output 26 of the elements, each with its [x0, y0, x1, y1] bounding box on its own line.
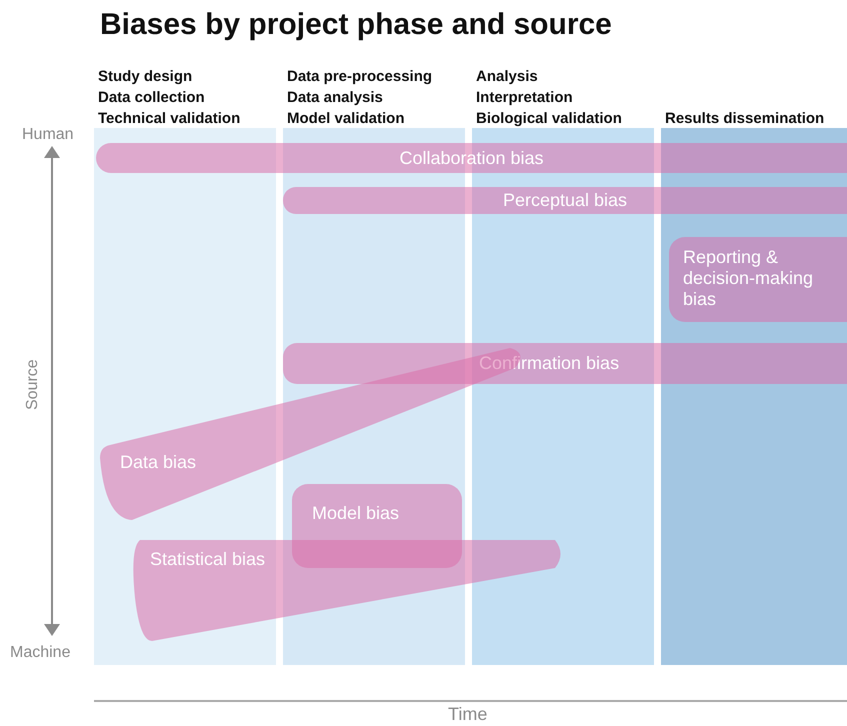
- phase-heading: Biological validation: [476, 109, 623, 129]
- phase-heading: Results dissemination: [665, 109, 826, 129]
- bias-label: Perceptual bias: [502, 190, 628, 211]
- axis-label: Machine: [10, 644, 70, 662]
- bias-bar: [96, 143, 847, 173]
- bias-label: Confirmation bias: [479, 353, 620, 374]
- axis-label: Human: [22, 126, 74, 144]
- phase-heading: Data pre-processing: [287, 67, 434, 87]
- phase-heading: Interpretation: [476, 88, 574, 108]
- phase-heading: Data collection: [98, 88, 206, 108]
- phase-heading: Study design: [98, 67, 194, 87]
- axis-title: Time: [448, 704, 488, 725]
- phase-heading: Analysis: [476, 67, 539, 87]
- axis-title: Source: [24, 359, 42, 410]
- bias-label: Reporting & decision-making bias: [683, 247, 814, 310]
- bias-bar: [669, 237, 847, 322]
- phase-heading: Technical validation: [98, 109, 242, 129]
- phase-heading: Data analysis: [287, 88, 384, 108]
- bias-bar: [283, 187, 847, 214]
- phase-heading: Model validation: [287, 109, 406, 129]
- bias-label: Data bias: [120, 452, 196, 473]
- bias-label: Collaboration bias: [398, 148, 545, 168]
- title: Biases by project phase and source: [100, 8, 612, 42]
- bias-bar: [283, 343, 847, 384]
- bias-label: Statistical bias: [150, 549, 266, 570]
- bias-label: Model bias: [312, 503, 400, 524]
